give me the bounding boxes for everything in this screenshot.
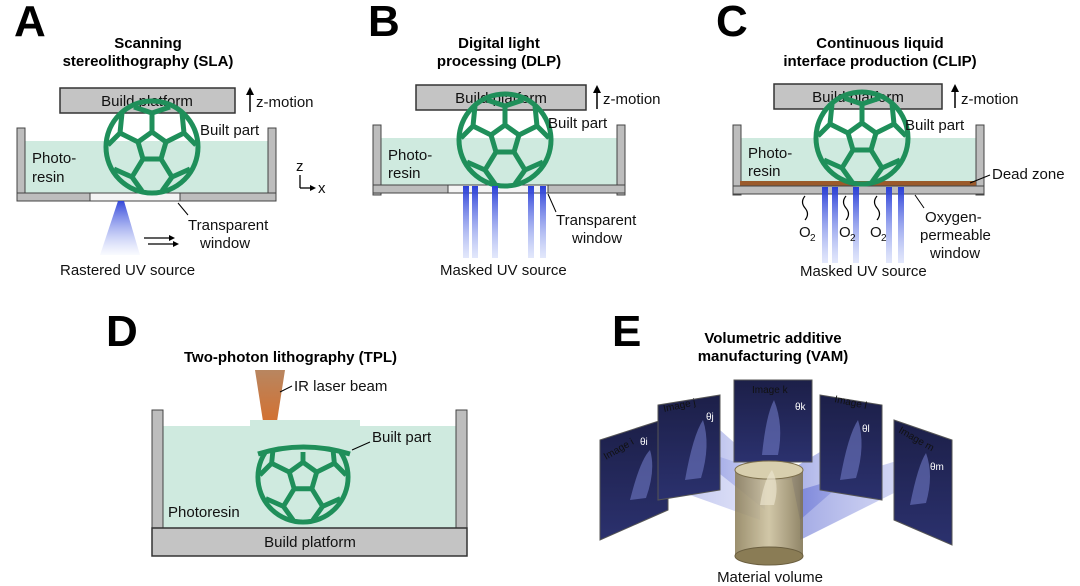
vat-wall-left-b xyxy=(372,124,382,196)
uv-beam-c-4 xyxy=(886,187,892,263)
vat-wall-left-a xyxy=(16,127,26,201)
photoresin-b xyxy=(380,138,617,185)
window-label-c-line3: window xyxy=(929,245,980,262)
panel-d: D Two-photon lithography (TPL) Build pla… xyxy=(106,307,468,557)
photoresin-c xyxy=(740,138,976,181)
angle-label-j: θj xyxy=(706,412,714,423)
image-label-k: Image k xyxy=(752,385,789,396)
image-panel-i xyxy=(599,417,669,541)
panel-a-title-line1: Scanning xyxy=(114,35,182,52)
photoresin-label-a-line2: resin xyxy=(32,169,65,186)
panel-letter-d: D xyxy=(106,307,138,356)
window-label-b-line1: Transparent xyxy=(556,212,637,229)
window-label-a-line1: Transparent xyxy=(188,217,269,234)
photoresin-a xyxy=(24,141,270,193)
built-part-label-d: Built part xyxy=(372,429,432,446)
panel-c-title-line2: interface production (CLIP) xyxy=(783,53,976,70)
z-motion-label-a: z-motion xyxy=(256,94,314,111)
image-panel-j xyxy=(657,394,721,501)
uv-beam-b-5 xyxy=(540,186,546,258)
panel-b-title-line2: processing (DLP) xyxy=(437,53,561,70)
o2-wave-2 xyxy=(842,195,850,221)
panel-c-title-line1: Continuous liquid xyxy=(816,35,943,52)
panel-e-title-line1: Volumetric additive xyxy=(704,330,841,347)
ir-laser-beam xyxy=(255,370,285,447)
axis-x-label: x xyxy=(318,180,326,197)
photoresin-label-b-line2: resin xyxy=(388,165,421,182)
panel-b: B Digital light processing (DLP) Build p… xyxy=(368,0,661,279)
photoresin-label-a-line1: Photo- xyxy=(32,150,76,167)
build-platform-label-d: Build platform xyxy=(264,534,356,551)
window-label-c-line1: Oxygen- xyxy=(925,209,982,226)
o2-label-3: O xyxy=(870,224,882,241)
transparent-window-a xyxy=(89,192,181,202)
axis-z-label: z xyxy=(296,158,304,175)
panel-b-title-line1: Digital light xyxy=(458,35,540,52)
panel-e-title-line2: manufacturing (VAM) xyxy=(698,348,849,365)
panel-a-title-line2: stereolithography (SLA) xyxy=(63,53,234,70)
panel-e: E Volumetric additive manufacturing (VAM… xyxy=(599,307,953,586)
photoresin-label-c-line2: resin xyxy=(748,163,781,180)
built-part-label-b: Built part xyxy=(548,115,608,132)
vat-wall-right-c xyxy=(975,124,985,196)
window-label-a-line2: window xyxy=(199,235,250,252)
svg-text:2: 2 xyxy=(881,233,887,244)
uv-beam-b-4 xyxy=(528,186,534,258)
o2-label-2: O xyxy=(839,224,851,241)
photoresin-label-c-line1: Photo- xyxy=(748,145,792,162)
built-part-label-c: Built part xyxy=(905,117,965,134)
uv-source-label-a: Rastered UV source xyxy=(60,262,195,279)
photoresin-label-b-line1: Photo- xyxy=(388,147,432,164)
svg-text:2: 2 xyxy=(810,233,816,244)
build-platform-d xyxy=(151,527,468,557)
o2-label-1: O xyxy=(799,224,811,241)
angle-label-i: θi xyxy=(640,437,648,448)
angle-label-m: θm xyxy=(930,462,944,473)
vat-wall-right-d xyxy=(455,409,468,535)
vat-wall-left-c xyxy=(732,124,742,196)
window-label-b-line2: window xyxy=(571,230,622,247)
rastered-uv-beam xyxy=(100,201,140,255)
angle-label-l: θl xyxy=(862,424,870,435)
uv-beam-b-1 xyxy=(463,186,469,258)
photoresin-label-d: Photoresin xyxy=(168,504,240,521)
build-platform-c xyxy=(773,83,943,110)
z-motion-label-c: z-motion xyxy=(961,91,1019,108)
panel-c: C Continuous liquid interface production… xyxy=(716,0,1065,280)
built-part-label-a: Built part xyxy=(200,122,260,139)
svg-text:2: 2 xyxy=(850,233,856,244)
uv-beam-c-1 xyxy=(822,187,828,263)
panel-a: A Scanning stereolithography (SLA) Build… xyxy=(14,0,326,279)
panel-d-title: Two-photon lithography (TPL) xyxy=(184,349,397,366)
window-label-c-line2: permeable xyxy=(920,227,991,244)
panel-letter-a: A xyxy=(14,0,46,46)
uv-source-label-c: Masked UV source xyxy=(800,263,927,280)
uv-beam-b-2 xyxy=(472,186,478,258)
angle-label-k: θk xyxy=(795,402,807,413)
panel-letter-b: B xyxy=(368,0,400,46)
o2-wave-3 xyxy=(873,195,881,221)
uv-beam-c-2 xyxy=(832,187,838,263)
z-motion-label-b: z-motion xyxy=(603,91,661,108)
dead-zone-label: Dead zone xyxy=(992,166,1065,183)
ir-laser-label: IR laser beam xyxy=(294,378,387,395)
uv-beam-c-5 xyxy=(898,187,904,263)
panel-letter-e: E xyxy=(612,307,641,356)
uv-source-label-b: Masked UV source xyxy=(440,262,567,279)
uv-beam-c-3 xyxy=(853,187,859,263)
vat-wall-right-a xyxy=(267,127,277,201)
uv-beam-b-3 xyxy=(492,186,498,258)
vat-wall-left-d xyxy=(151,409,164,535)
o2-wave-1 xyxy=(801,195,809,221)
panel-letter-c: C xyxy=(716,0,748,46)
material-volume-label: Material volume xyxy=(717,569,823,586)
vat-wall-right-b xyxy=(616,124,626,196)
